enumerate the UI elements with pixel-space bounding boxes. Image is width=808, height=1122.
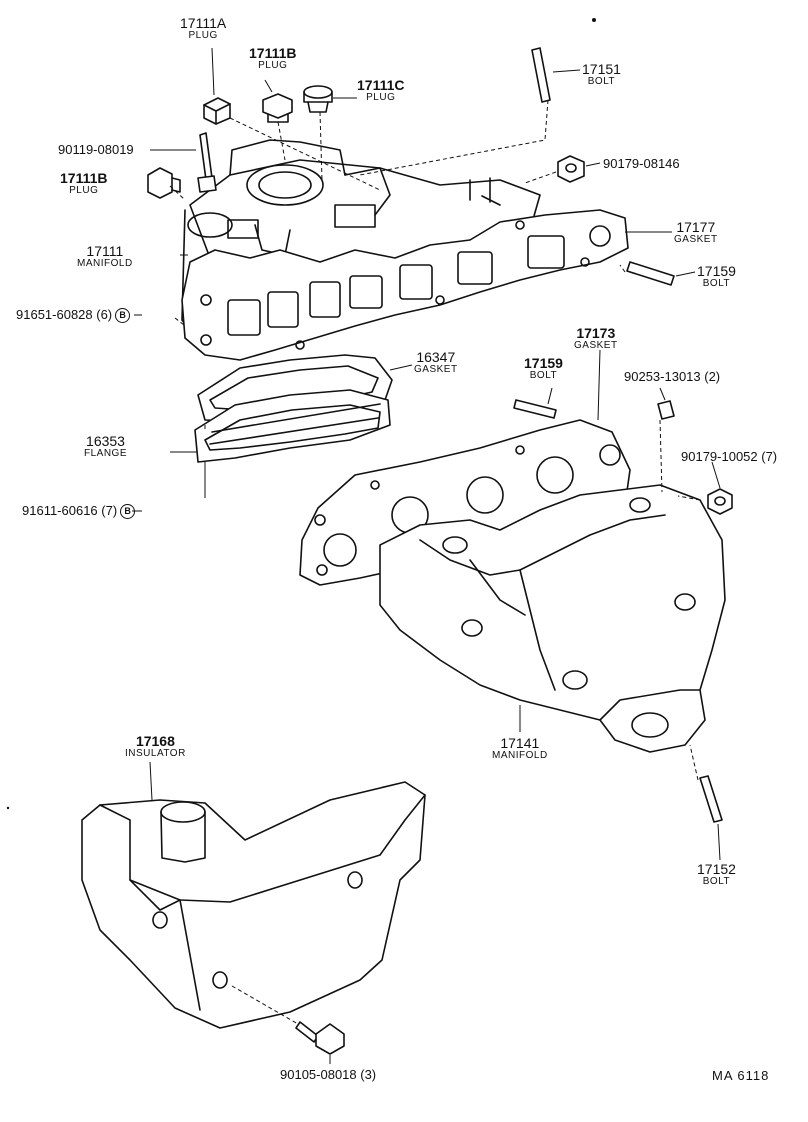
nut-90179-10052-drawing bbox=[707, 488, 733, 515]
stud-17159-right-drawing bbox=[626, 261, 675, 286]
bolt-90105-drawing bbox=[295, 1021, 345, 1055]
flange-16353-drawing bbox=[194, 389, 391, 463]
label-17152: 17152 BOLT bbox=[697, 861, 736, 887]
label-17151: 17151 BOLT bbox=[582, 61, 621, 87]
label-17159-mid: 17159 BOLT bbox=[524, 355, 563, 381]
bolt-17151-drawing bbox=[531, 47, 551, 103]
plug-17111b-left-drawing bbox=[147, 167, 181, 199]
badge-b: B bbox=[115, 308, 131, 324]
leader-lines bbox=[132, 47, 721, 1064]
bolt-90119-drawing bbox=[197, 132, 217, 193]
exhaust-manifold-17141-drawing bbox=[379, 484, 726, 753]
nut-90179-08146-drawing bbox=[557, 155, 585, 183]
label-17111a: 17111A PLUG bbox=[180, 15, 227, 41]
plug-17111b-top-drawing bbox=[262, 93, 293, 123]
label-17173: 17173 GASKET bbox=[574, 325, 618, 351]
label-17111c: 17111C PLUG bbox=[357, 77, 405, 103]
label-17177: 17177 GASKET bbox=[674, 219, 718, 245]
label-16347: 16347 GASKET bbox=[414, 349, 458, 375]
code-90179-08146: 90179-08146 bbox=[603, 156, 680, 171]
nut-90253-drawing bbox=[657, 400, 675, 420]
plug-17111a-drawing bbox=[203, 97, 231, 125]
stud-17152-drawing bbox=[699, 775, 723, 823]
plug-17111c-drawing bbox=[303, 85, 333, 113]
code-90105: 90105-08018 (3) bbox=[280, 1067, 377, 1082]
code-90253: 90253-13013 (2) bbox=[624, 369, 721, 384]
label-17111b-left: 17111B PLUG bbox=[60, 170, 108, 196]
code-91611: 91611-60616 (7)B bbox=[22, 504, 136, 520]
label-17111-manifold: 17111 MANIFOLD bbox=[77, 243, 133, 269]
label-17159-right: 17159 BOLT bbox=[697, 263, 736, 289]
code-90179-10052: 90179-10052 (7) bbox=[681, 449, 778, 464]
insulator-17168-drawing bbox=[81, 781, 426, 1029]
label-17111b-top: 17111B PLUG bbox=[249, 45, 297, 71]
speck-dot bbox=[6, 806, 10, 810]
stud-17159-mid-drawing bbox=[513, 399, 557, 419]
intake-manifold-drawing bbox=[181, 139, 629, 361]
speck-dot bbox=[592, 18, 596, 22]
label-17168: 17168 INSULATOR bbox=[125, 733, 186, 759]
badge-b: B bbox=[120, 504, 136, 520]
code-90119: 90119-08019 bbox=[58, 142, 134, 157]
label-17141: 17141 MANIFOLD bbox=[492, 735, 548, 761]
code-91651: 91651-60828 (6)B bbox=[16, 308, 131, 324]
diagram-reference: MA 6118 bbox=[712, 1068, 770, 1083]
label-16353: 16353 FLANGE bbox=[84, 433, 128, 459]
